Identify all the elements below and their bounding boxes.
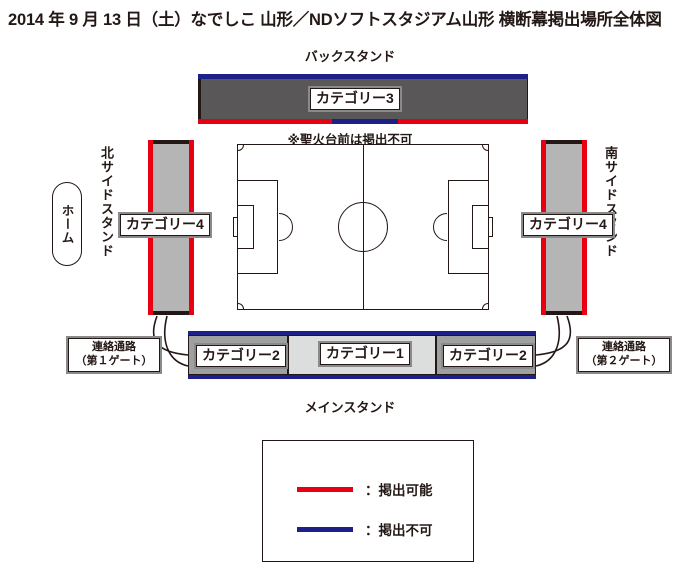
pitch bbox=[233, 144, 493, 310]
corridor-gate-2-line1: 連絡通路 bbox=[602, 341, 646, 354]
corridor-gate-2: 連絡通路 （第２ゲート） bbox=[578, 338, 670, 372]
goal-left bbox=[233, 217, 238, 237]
corner-arc-bottom-right bbox=[482, 303, 488, 309]
goal-right bbox=[488, 217, 493, 237]
corridor-gate-1-line1: 連絡通路 bbox=[92, 341, 136, 354]
page-title: 2014 年 9 月 13 日（土）なでしこ 山形／NDソフトスタジアム山形 横… bbox=[8, 11, 662, 29]
main-stand bbox=[188, 331, 536, 379]
legend: ：掲出可能 ：掲出不可 bbox=[262, 440, 474, 562]
main-stand-bottom-edge-blocked bbox=[188, 375, 536, 379]
center-circle bbox=[338, 202, 388, 252]
back-stand-label: バックスタンド bbox=[304, 49, 396, 64]
corner-arc-bottom-left bbox=[238, 303, 244, 309]
legend-row-allowed: ：掲出可能 bbox=[297, 479, 433, 499]
legend-label-allowed: ：掲出可能 bbox=[365, 483, 433, 498]
corridor-gate-1-line2: （第１ゲート） bbox=[75, 355, 153, 367]
category-tag-2-left: カテゴリー2 bbox=[196, 345, 286, 368]
home-pill-label: ホーム bbox=[59, 203, 74, 245]
home-pill: ホーム bbox=[52, 182, 82, 266]
penalty-box-left bbox=[238, 180, 278, 274]
category-tag-4-south: カテゴリー4 bbox=[523, 214, 613, 237]
corridor-gate-2-line2: （第２ゲート） bbox=[585, 355, 663, 367]
goal-box-left bbox=[238, 205, 254, 249]
legend-label-blocked: ：掲出不可 bbox=[365, 523, 433, 538]
torch-note: ※聖火台前は掲出不可 bbox=[287, 133, 413, 147]
goal-box-right bbox=[472, 205, 488, 249]
category-tag-2-right: カテゴリー2 bbox=[443, 345, 533, 368]
corridor-gate-1: 連絡通路 （第１ゲート） bbox=[68, 338, 160, 372]
south-side-stand-label: 南サイドスタンド bbox=[603, 146, 618, 258]
category-tag-4-north: カテゴリー4 bbox=[120, 214, 210, 237]
category-tag-3: カテゴリー3 bbox=[310, 88, 400, 111]
legend-swatch-allowed bbox=[297, 486, 353, 492]
corner-arc-top-right bbox=[482, 145, 488, 151]
category-tag-1: カテゴリー1 bbox=[320, 343, 410, 366]
north-side-stand-label: 北サイドスタンド bbox=[99, 146, 114, 258]
back-stand-top-edge-blocked bbox=[198, 74, 528, 79]
back-stand-bottom-edge-blocked-torch bbox=[332, 119, 398, 124]
penalty-box-right bbox=[448, 180, 488, 274]
legend-swatch-blocked bbox=[297, 526, 353, 532]
main-stand-label: メインスタンド bbox=[304, 400, 396, 415]
legend-row-blocked: ：掲出不可 bbox=[297, 519, 433, 539]
main-stand-top-edge-blocked bbox=[188, 331, 536, 335]
